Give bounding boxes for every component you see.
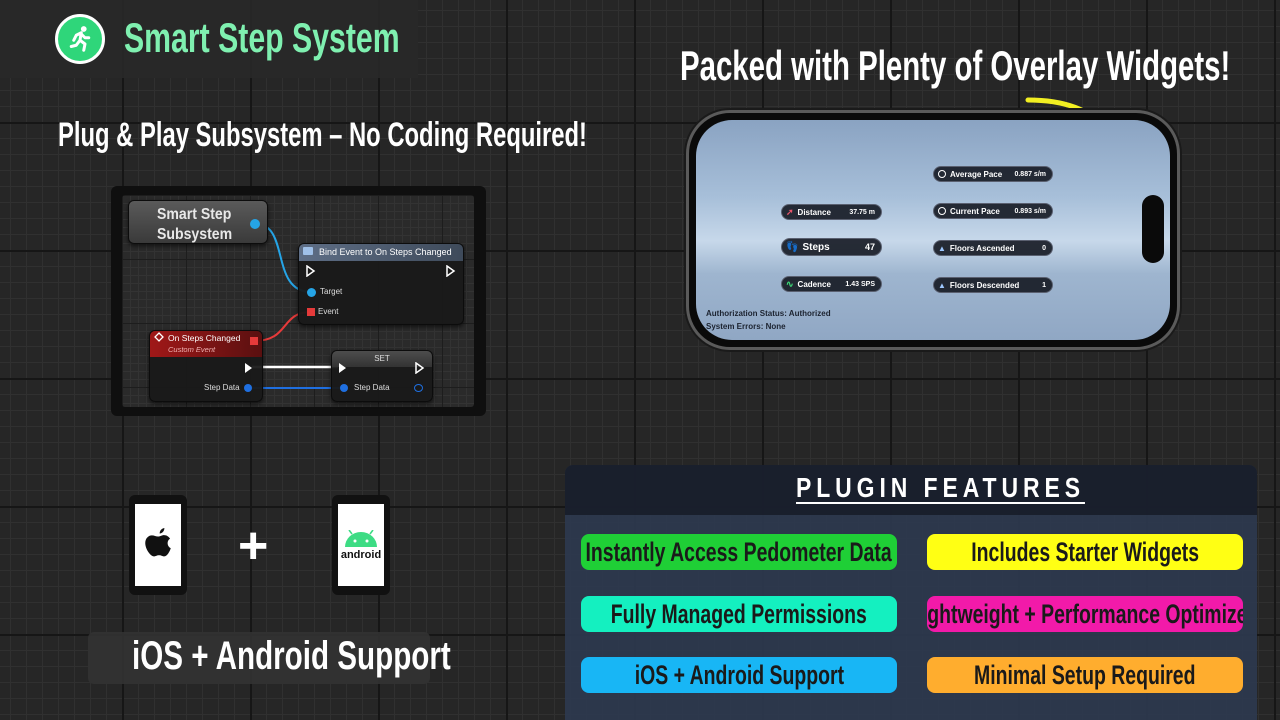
floors-descended-widget: ▲ Floors Descended 1 bbox=[933, 277, 1053, 293]
cadence-value: 1.43 SPS bbox=[845, 280, 875, 288]
heartbeat-icon: ∿ bbox=[786, 278, 794, 289]
subsystem-output-pin[interactable] bbox=[250, 219, 260, 229]
feature-label: Instantly Access Pedometer Data bbox=[585, 536, 893, 567]
feature-label: Fully Managed Permissions bbox=[610, 598, 868, 629]
node-on-steps-changed[interactable]: On Steps Changed Custom Event bbox=[149, 330, 263, 402]
floors-ascended-label: Floors Ascended bbox=[949, 243, 1015, 253]
event-pin-label: Event bbox=[318, 307, 339, 316]
average-pace-label: Average Pace bbox=[950, 169, 1003, 179]
phone-screen bbox=[696, 120, 1170, 340]
stopwatch-icon bbox=[938, 207, 946, 215]
subtitle: Plug & Play Subsystem – No Coding Requir… bbox=[58, 116, 587, 154]
set-step-data-in-pin[interactable] bbox=[340, 384, 348, 392]
system-errors: System Errors: None bbox=[706, 322, 786, 331]
android-logo-icon bbox=[345, 529, 377, 547]
features-header bbox=[565, 465, 1257, 515]
ios-phone bbox=[129, 495, 187, 595]
event-diamond-icon bbox=[154, 332, 164, 342]
distance-value: 37.75 m bbox=[849, 208, 875, 216]
current-pace-widget: Current Pace 0.893 s/m bbox=[933, 203, 1053, 219]
footprint-icon: 👣 bbox=[786, 241, 799, 253]
average-pace-widget: Average Pace 0.887 s/m bbox=[933, 166, 1053, 182]
android-phone: android bbox=[332, 495, 390, 595]
node-set[interactable]: SET bbox=[331, 350, 433, 402]
distance-label: Distance bbox=[797, 207, 831, 217]
distance-widget: ➚ Distance 37.75 m bbox=[781, 204, 882, 220]
floors-ascended-value: 0 bbox=[1042, 244, 1046, 252]
feature-badge: Includes Starter Widgets bbox=[927, 534, 1243, 570]
app-title: Smart Step System bbox=[124, 14, 400, 61]
node-subsystem-line2: Subsystem bbox=[157, 226, 233, 243]
authorization-status: Authorization Status: Authorized bbox=[706, 309, 831, 318]
platform-support-box bbox=[88, 632, 430, 684]
target-pin-label: Target bbox=[320, 287, 343, 296]
android-text: android bbox=[340, 548, 382, 561]
plus-sign: + bbox=[238, 517, 269, 575]
event-exec-out-pin[interactable] bbox=[244, 362, 254, 374]
distance-icon: ➚ bbox=[786, 206, 794, 217]
exec-out-pin[interactable] bbox=[446, 265, 456, 277]
features-title: PLUGIN FEATURES bbox=[796, 472, 1085, 503]
feature-label: iOS + Android Support bbox=[634, 659, 844, 690]
node-event-title: On Steps Changed bbox=[168, 333, 241, 343]
feature-badge: Fully Managed Permissions bbox=[581, 596, 897, 632]
event-pin[interactable] bbox=[307, 308, 315, 316]
current-pace-value: 0.893 s/m bbox=[1014, 207, 1046, 215]
function-icon bbox=[303, 247, 313, 255]
set-exec-in-pin[interactable] bbox=[338, 362, 348, 374]
feature-label: Includes Starter Widgets bbox=[971, 536, 1199, 567]
exec-in-pin[interactable] bbox=[306, 265, 316, 277]
platform-support-label: iOS + Android Support bbox=[132, 634, 451, 678]
stopwatch-icon bbox=[938, 170, 946, 178]
feature-badge: iOS + Android Support bbox=[581, 657, 897, 693]
phone-camera-island bbox=[1142, 195, 1164, 263]
feature-badge: Lightweight + Performance Optimized bbox=[927, 596, 1243, 632]
event-step-data-label: Step Data bbox=[204, 383, 240, 392]
floors-descended-label: Floors Descended bbox=[949, 280, 1020, 290]
set-step-data-out-pin[interactable] bbox=[414, 384, 423, 392]
feature-badge: Minimal Setup Required bbox=[927, 657, 1243, 693]
node-bind-event[interactable]: Bind Event to On Steps Changed bbox=[298, 243, 464, 325]
current-pace-label: Current Pace bbox=[950, 206, 1000, 216]
node-subsystem-line1: Smart Step bbox=[157, 206, 232, 223]
set-step-data-label: Step Data bbox=[354, 383, 390, 392]
steps-widget: 👣 Steps 47 bbox=[781, 238, 882, 256]
phone-heading: Packed with Plenty of Overlay Widgets! bbox=[680, 42, 1231, 89]
floors-ascended-widget: ▲ Floors Ascended 0 bbox=[933, 240, 1053, 256]
mountain-icon: ▲ bbox=[938, 280, 946, 290]
target-pin[interactable] bbox=[307, 288, 316, 297]
steps-label: Steps bbox=[802, 241, 830, 253]
event-step-data-pin[interactable] bbox=[244, 384, 252, 392]
mountain-icon: ▲ bbox=[938, 243, 946, 253]
floors-descended-value: 1 bbox=[1042, 281, 1046, 289]
node-bind-title: Bind Event to On Steps Changed bbox=[299, 244, 463, 261]
node-set-title: SET bbox=[332, 351, 432, 367]
set-exec-out-pin[interactable] bbox=[415, 362, 425, 374]
event-delegate-pin[interactable] bbox=[250, 337, 258, 345]
cadence-label: Cadence bbox=[797, 279, 831, 289]
running-person-icon bbox=[55, 14, 105, 64]
feature-label: Minimal Setup Required bbox=[974, 659, 1196, 690]
steps-value: 47 bbox=[864, 242, 875, 252]
apple-logo-icon bbox=[145, 528, 171, 557]
cadence-widget: ∿ Cadence 1.43 SPS bbox=[781, 276, 882, 292]
average-pace-value: 0.887 s/m bbox=[1014, 170, 1046, 178]
node-event-subtitle: Custom Event bbox=[168, 345, 216, 354]
feature-label: Lightweight + Performance Optimized bbox=[927, 598, 1243, 629]
feature-badge: Instantly Access Pedometer Data bbox=[581, 534, 897, 570]
